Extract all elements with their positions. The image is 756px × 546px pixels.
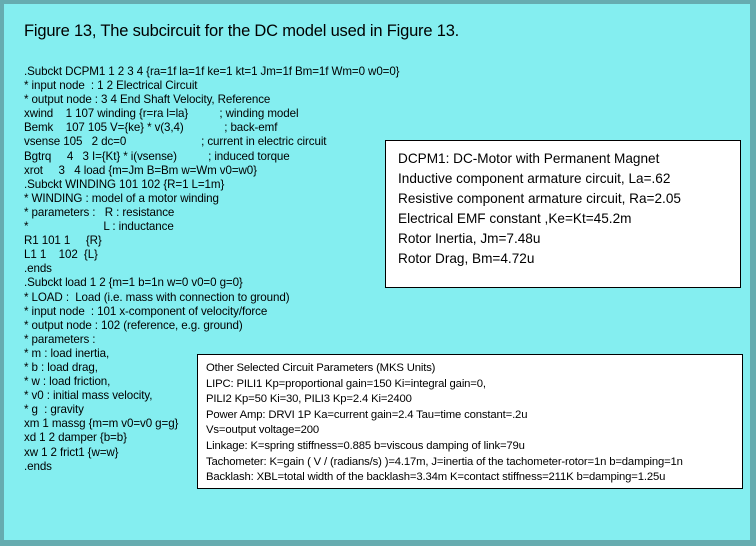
circuit-parameter-line: Vs=output voltage=200	[206, 424, 320, 437]
circuit-parameter-line: Power Amp: DRVI 1P Ka=current gain=2.4 T…	[206, 408, 528, 421]
code-line: .Subckt DCPM1 1 2 3 4 {ra=1f la=1f ke=1 …	[24, 65, 400, 78]
motor-parameter-line: Rotor Drag, Bm=4.72u	[398, 251, 535, 266]
code-line: xwind 1 107 winding {r=ra l=la} ; windin…	[24, 107, 299, 121]
circuit-parameter-line: LIPC: PILI1 Kp=proportional gain=150 Ki=…	[206, 377, 486, 390]
circuit-parameter-line: PILI2 Kp=50 Ki=30, PILI3 Kp=2.4 Ki=2400	[206, 393, 412, 406]
code-line: .Subckt load 1 2 {m=1 b=1n w=0 v0=0 g=0}	[24, 276, 243, 290]
code-line: * m : load inertia,	[24, 346, 110, 360]
code-line: * input node : 101 x-component of veloci…	[24, 304, 268, 318]
spice-code-listing: .Subckt DCPM1 1 2 3 4 {ra=1f la=1f ke=1 …	[24, 65, 400, 474]
code-line: vsense 105 2 dc=0 ; current in electric …	[24, 135, 327, 149]
motor-parameter-line: DCPM1: DC-Motor with Permanent Magnet	[398, 151, 660, 166]
code-line: xw 1 2 frict1 {w=w}	[24, 445, 119, 459]
code-line: * output node : 102 (reference, e.g. gro…	[24, 318, 243, 332]
motor-parameter-line: Resistive component armature circuit, Ra…	[398, 191, 681, 206]
slide: Figure 13, The subcircuit for the DC mod…	[4, 4, 750, 540]
code-line: .ends	[24, 262, 52, 276]
code-line: Bemk 107 105 V={ke} * v(3,4) ; back-emf	[24, 121, 278, 135]
circuit-parameters-box: Other Selected Circuit Parameters (MKS U…	[197, 354, 743, 489]
code-line: * b : load drag,	[24, 360, 98, 374]
code-line: * v0 : initial mass velocity,	[24, 389, 153, 403]
code-line: * WINDING : model of a motor winding	[24, 191, 219, 205]
code-line: .Subckt WINDING 101 102 {R=1 L=1m}	[24, 177, 225, 191]
circuit-parameter-line: Linkage: K=spring stiffness=0.885 b=visc…	[206, 439, 525, 452]
motor-parameter-line: Rotor Inertia, Jm=7.48u	[398, 231, 541, 246]
code-line: R1 101 1 {R}	[24, 234, 102, 248]
code-line: * parameters : R : resistance	[24, 205, 175, 219]
code-line: xm 1 massg {m=m v0=v0 g=g}	[24, 417, 179, 431]
circuit-parameter-line: Other Selected Circuit Parameters (MKS U…	[206, 362, 436, 374]
motor-parameter-line: Electrical EMF constant ,Ke=Kt=45.2m	[398, 211, 632, 226]
circuit-parameter-line: Tachometer: K=gain ( V / (radians/s) )=4…	[206, 455, 683, 468]
circuit-parameter-line: Backlash: XBL=total width of the backlas…	[206, 471, 666, 484]
code-line: xrot 3 4 load {m=Jm B=Bm w=Wm v0=w0}	[24, 163, 257, 177]
code-line: .ends	[24, 459, 52, 473]
code-line: * parameters :	[24, 332, 96, 346]
motor-parameter-line: Inductive component armature circuit, La…	[398, 171, 671, 186]
figure-title: Figure 13, The subcircuit for the DC mod…	[24, 22, 460, 40]
code-line: * w : load friction,	[24, 375, 111, 389]
code-line: * LOAD : Load (i.e. mass with connection…	[24, 290, 290, 304]
code-line: Bgtrq 4 3 I={Kt} * i(vsense) ; induced t…	[24, 149, 290, 163]
code-line: * output node : 3 4 End Shaft Velocity, …	[24, 93, 271, 107]
code-line: * input node : 1 2 Electrical Circuit	[24, 79, 198, 93]
code-line: * L : inductance	[24, 220, 174, 234]
code-line: * g : gravity	[24, 403, 84, 417]
code-line: xd 1 2 damper {b=b}	[24, 431, 127, 445]
code-line: L1 1 102 {L}	[24, 248, 98, 262]
